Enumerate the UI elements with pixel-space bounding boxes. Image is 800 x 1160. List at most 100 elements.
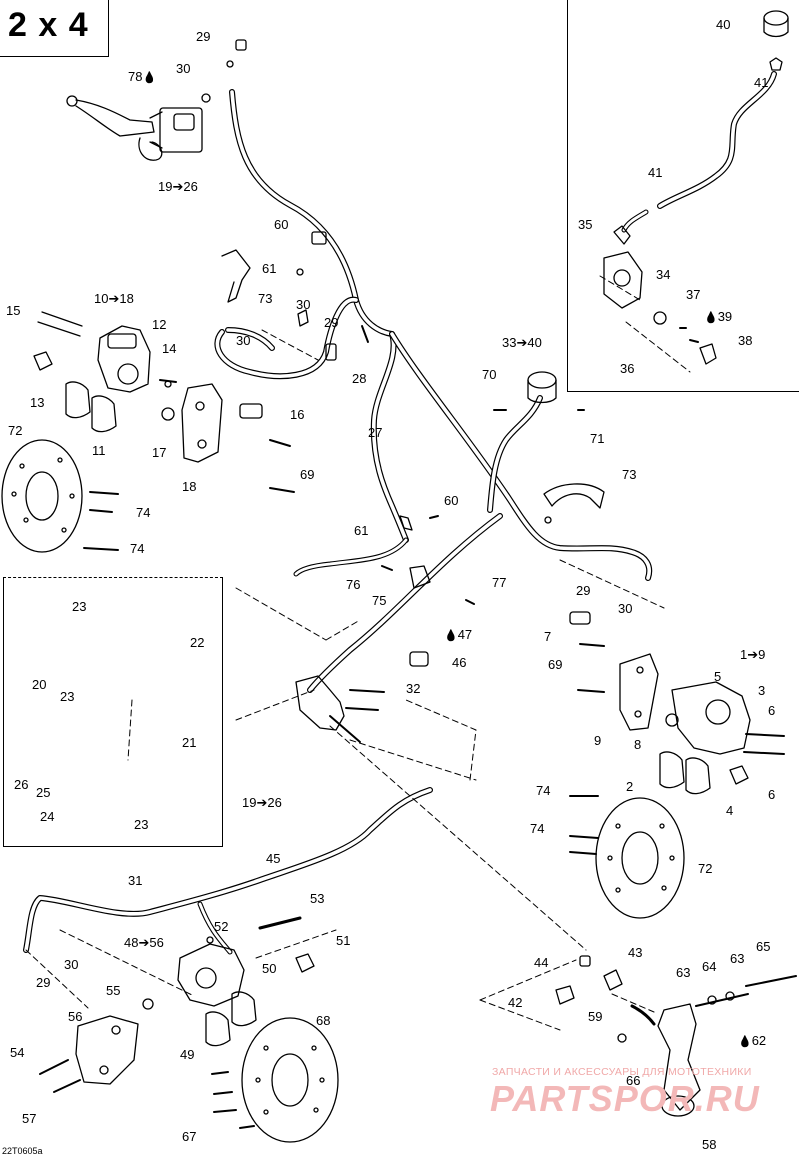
callout-c42: 42 xyxy=(508,995,523,1010)
callout-c74d: 74 xyxy=(530,821,545,836)
callout-c19_26b: 19➔26 xyxy=(242,795,282,810)
callout-c65: 65 xyxy=(756,939,771,954)
callout-c41b: 41 xyxy=(648,165,663,180)
oil-drop-icon: 💧 xyxy=(142,72,157,84)
callout-c8: 8 xyxy=(634,737,642,752)
callout-c73b: 73 xyxy=(622,467,637,482)
front-left-disc xyxy=(1,439,119,553)
callout-c29d: 29 xyxy=(36,975,51,990)
callout-c51: 51 xyxy=(336,933,351,948)
callout-c1_9: 1➔9 xyxy=(740,647,766,662)
front-left-hardware xyxy=(201,39,369,361)
callout-c74c: 74 xyxy=(536,783,551,798)
drawing-code: 22T0605a xyxy=(2,1146,43,1156)
callout-c56: 56 xyxy=(68,1009,83,1024)
callout-c13: 13 xyxy=(30,395,45,410)
callout-c30c: 30 xyxy=(236,333,251,348)
front-right-caliper xyxy=(569,611,785,755)
watermark-logo: PARTSPOR.RU xyxy=(490,1078,760,1119)
callout-c63b: 63 xyxy=(730,951,745,966)
front-right-disc xyxy=(569,795,685,919)
callout-c45: 45 xyxy=(266,851,281,866)
callout-c10_18: 10➔18 xyxy=(94,291,134,306)
callout-c23c: 23 xyxy=(134,817,149,832)
callout-c36: 36 xyxy=(620,361,635,376)
callout-number: 62 xyxy=(751,1033,767,1048)
callout-c29c: 29 xyxy=(576,583,591,598)
callout-c29a: 29 xyxy=(196,29,211,44)
callout-c40: 40 xyxy=(716,17,731,32)
front-left-caliper xyxy=(37,311,177,393)
callout-c62: 💧62 xyxy=(738,1034,766,1049)
callout-number: 39 xyxy=(717,309,733,324)
callout-c11: 11 xyxy=(92,443,106,458)
callout-c78: 78💧 xyxy=(128,70,156,85)
callout-c47: 💧47 xyxy=(444,628,472,643)
front-left-master-cylinder xyxy=(66,95,203,161)
callout-c27: 27 xyxy=(368,425,383,440)
inset-top-right xyxy=(567,0,799,392)
callout-c6b: 6 xyxy=(768,787,776,802)
callout-c60a: 60 xyxy=(274,217,289,232)
reservoir-front xyxy=(493,371,585,411)
callout-c19_26a: 19➔26 xyxy=(158,179,198,194)
callout-c74b: 74 xyxy=(130,541,145,556)
callout-c74a: 74 xyxy=(136,505,151,520)
callout-c15: 15 xyxy=(6,303,21,318)
callout-c61a: 61 xyxy=(262,261,277,276)
callout-c71: 71 xyxy=(590,431,605,446)
callout-c39: 💧39 xyxy=(704,310,732,325)
callout-c35: 35 xyxy=(578,217,593,232)
callout-c2: 2 xyxy=(626,779,634,794)
callout-c3: 3 xyxy=(758,683,766,698)
rear-caliper xyxy=(177,916,315,1007)
callout-c58: 58 xyxy=(702,1137,717,1152)
callout-c44: 44 xyxy=(534,955,549,970)
callout-c21: 21 xyxy=(182,735,197,750)
callout-c20: 20 xyxy=(32,677,47,692)
callout-c30e: 30 xyxy=(64,957,79,972)
callout-c28: 28 xyxy=(352,371,367,386)
callout-c5: 5 xyxy=(714,669,722,684)
callout-c52: 52 xyxy=(214,919,229,934)
callout-c22: 22 xyxy=(190,635,205,650)
callout-c17: 17 xyxy=(152,445,167,460)
callout-c23b: 23 xyxy=(60,689,75,704)
inset-left-handlebar xyxy=(3,577,223,847)
assembly-lines xyxy=(25,275,691,1031)
callout-c66: 66 xyxy=(626,1073,641,1088)
watermark-subtitle: ЗАПЧАСТИ И АКСЕССУАРЫ ДЛЯ МОТОТЕХНИКИ xyxy=(492,1066,752,1078)
title-box: 2 x 4 xyxy=(0,0,109,57)
callout-c77: 77 xyxy=(492,575,507,590)
callout-c61b: 61 xyxy=(354,523,369,538)
front-right-pads xyxy=(659,751,749,795)
callout-c6a: 6 xyxy=(768,703,776,718)
inset-reservoir-assembly xyxy=(603,10,789,365)
oil-drop-icon: 💧 xyxy=(444,630,458,642)
diagram-title: 2 x 4 xyxy=(8,6,89,44)
callout-c70: 70 xyxy=(482,367,497,382)
callout-c25: 25 xyxy=(36,785,51,800)
callout-c64: 64 xyxy=(702,959,717,974)
callout-c59: 59 xyxy=(588,1009,603,1024)
callout-c67: 67 xyxy=(182,1129,197,1144)
callout-c9: 9 xyxy=(594,733,602,748)
brake-hoses xyxy=(23,71,777,955)
clamp-parts xyxy=(381,483,605,605)
front-left-pads xyxy=(33,351,117,433)
rear-bracket xyxy=(39,998,154,1093)
callout-c46: 46 xyxy=(452,655,467,670)
callout-number: 78 xyxy=(128,69,143,84)
callout-c31: 31 xyxy=(128,873,143,888)
callout-c12: 12 xyxy=(152,317,167,332)
callout-c76: 76 xyxy=(346,577,361,592)
callout-c57: 57 xyxy=(22,1111,37,1126)
rear-pedal-linkage xyxy=(555,955,797,1117)
callout-c33_40: 33➔40 xyxy=(502,335,542,350)
callout-c24: 24 xyxy=(40,809,55,824)
callout-c23a: 23 xyxy=(72,599,87,614)
callout-c4: 4 xyxy=(726,803,734,818)
callout-c41a: 41 xyxy=(754,75,769,90)
